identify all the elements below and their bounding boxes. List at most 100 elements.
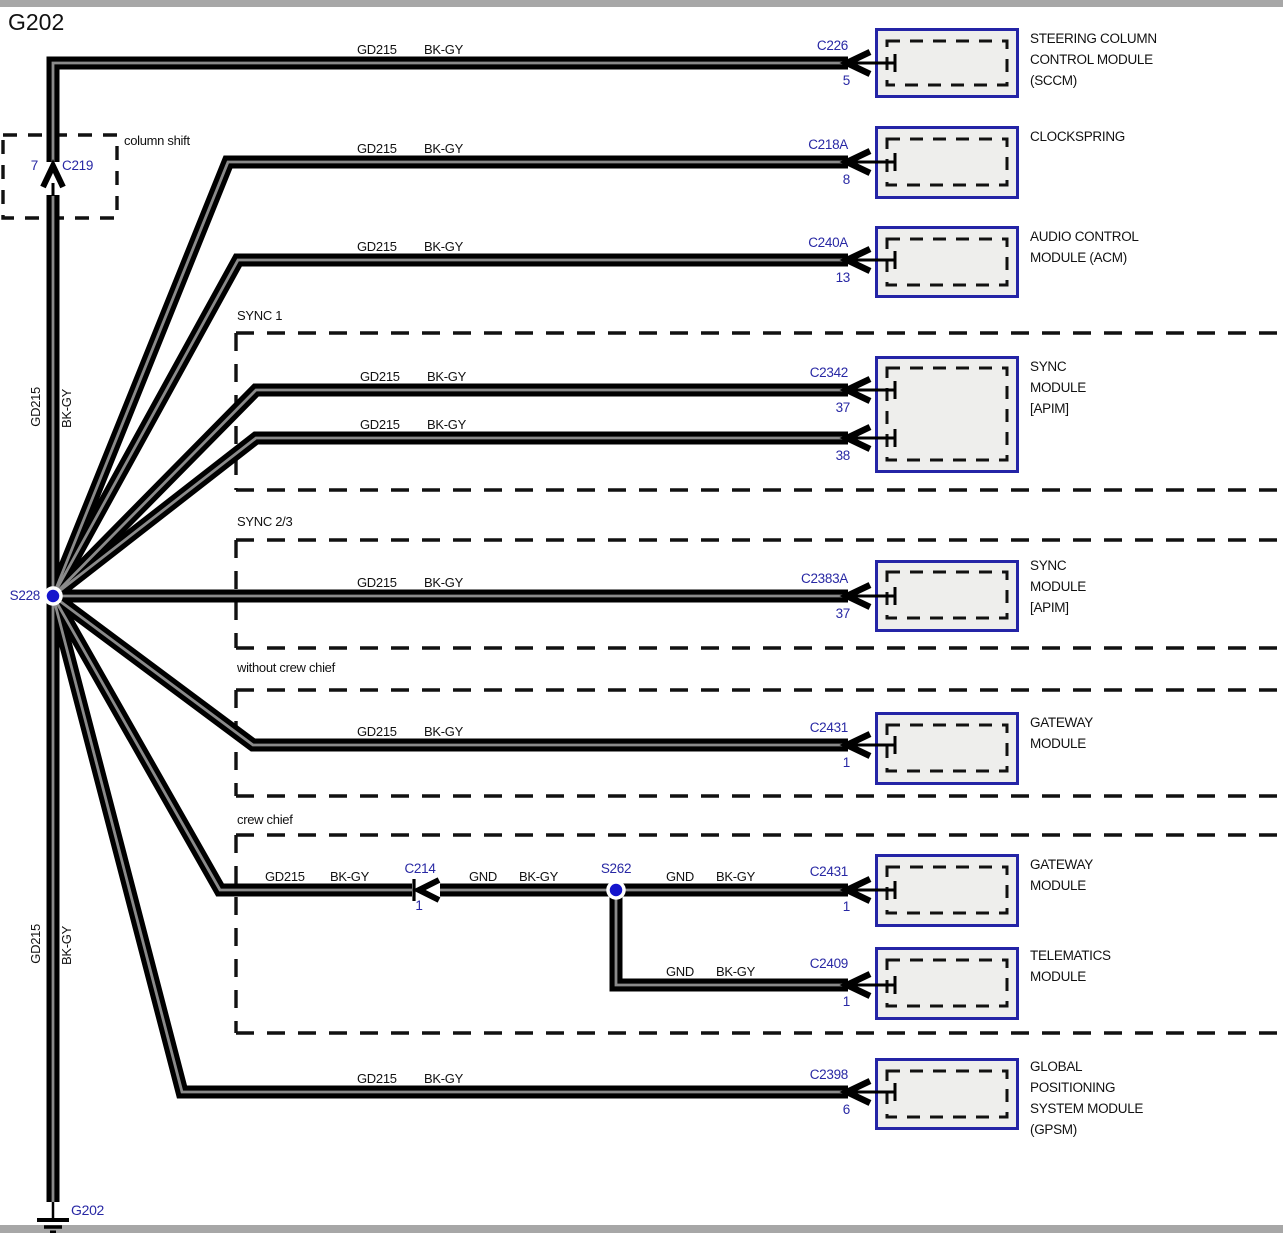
connector-pin-c2342-38: 38	[835, 448, 851, 463]
wire-circuit-crew: GD215	[265, 869, 305, 884]
bottom-gray-bar	[0, 1225, 1283, 1233]
ground-label: G202	[71, 1202, 105, 1218]
module-name-line: CLOCKSPRING	[1030, 129, 1125, 144]
wire-runs	[46, 56, 848, 1202]
connector-pin-c240a: 13	[835, 270, 851, 285]
module-name-gateway-nocrew: GATEWAY MODULE	[1030, 712, 1093, 754]
module-box-sync1-apim	[875, 356, 1019, 473]
module-box-acm	[875, 226, 1019, 298]
wire-gateway-nocrew	[49, 590, 848, 752]
module-name-line: STEERING COLUMN	[1030, 31, 1157, 46]
group-label-column-shift: column shift	[124, 133, 190, 148]
module-name-line: CONTROL MODULE	[1030, 52, 1153, 67]
wire-color-clockspring: BK-GY	[424, 141, 463, 156]
module-name-sync1: SYNC MODULE [APIM]	[1030, 356, 1086, 419]
connector-label-c219: C219	[62, 158, 94, 173]
wire-color-crew-1: BK-GY	[519, 869, 558, 884]
wire-gnd-crew-1: GND	[469, 869, 497, 884]
wire-color-crew: BK-GY	[330, 869, 369, 884]
group-box-nocrew	[234, 688, 1283, 798]
splice-dot-s228	[43, 586, 63, 606]
connector-pin-c226: 5	[842, 73, 851, 88]
wire-circuit-gateway-nocrew: GD215	[357, 724, 397, 739]
module-name-acm: AUDIO CONTROL MODULE (ACM)	[1030, 226, 1139, 268]
module-name-line: (GPSM)	[1030, 1122, 1077, 1137]
module-name-line: MODULE	[1030, 878, 1086, 893]
connector-label-c2342: C2342	[809, 365, 849, 380]
module-name-line: MODULE	[1030, 579, 1086, 594]
module-name-line: (SCCM)	[1030, 73, 1077, 88]
connector-pin-c2409: 1	[842, 994, 851, 1009]
group-label-nocrew: without crew chief	[237, 660, 335, 675]
module-name-line: TELEMATICS	[1030, 948, 1111, 963]
wire-color-sync23: BK-GY	[424, 575, 463, 590]
wire-circuit-sync23: GD215	[357, 575, 397, 590]
module-box-gateway-crew	[875, 854, 1019, 927]
wire-circuit-gpsm: GD215	[357, 1071, 397, 1086]
connector-label-c2431-nocrew: C2431	[809, 720, 849, 735]
module-name-line: GATEWAY	[1030, 857, 1093, 872]
wire-color-telematics: BK-GY	[716, 964, 755, 979]
group-label-sync1: SYNC 1	[237, 308, 283, 323]
module-name-line: SYSTEM MODULE	[1030, 1101, 1144, 1116]
connector-label-c2431-crew: C2431	[809, 864, 849, 879]
connector-label-c218a: C218A	[808, 137, 848, 152]
group-box-sync23	[234, 538, 1283, 650]
module-name-line: GATEWAY	[1030, 715, 1093, 730]
wire-circuit-sccm: GD215	[357, 42, 397, 57]
module-name-line: [APIM]	[1030, 401, 1069, 416]
module-name-line: POSITIONING	[1030, 1080, 1116, 1095]
module-box-sync23-apim	[875, 560, 1019, 632]
arrowheads	[839, 49, 872, 1106]
module-name-line: MODULE	[1030, 380, 1086, 395]
trunk-circuit-label-upper: GD215	[28, 387, 43, 427]
wire-color-acm: BK-GY	[424, 239, 463, 254]
wire-circuit-clockspring: GD215	[357, 141, 397, 156]
module-box-gateway-nocrew	[875, 712, 1019, 785]
wire-color-gateway-nocrew: BK-GY	[424, 724, 463, 739]
connector-pin-c218a: 8	[842, 172, 851, 187]
connector-label-c2383a: C2383A	[801, 571, 848, 586]
wire-color-sync1-37: BK-GY	[427, 369, 466, 384]
trunk-color-label-lower: BK-GY	[59, 926, 74, 965]
connector-label-c226: C226	[816, 38, 848, 53]
group-label-crew: crew chief	[237, 812, 293, 827]
splice-dot-s262	[606, 880, 626, 900]
splice-label-s262: S262	[600, 861, 632, 876]
module-name-sync23: SYNC MODULE [APIM]	[1030, 555, 1086, 618]
splice-label-s228: S228	[9, 588, 41, 603]
connector-label-c214: C214	[404, 861, 436, 876]
inline-connector-c219	[40, 159, 66, 196]
group-box-column-shift	[1, 133, 119, 220]
connector-pin-c2398: 6	[842, 1102, 851, 1117]
wire-sync1-pin38	[49, 431, 848, 602]
module-name-line: GLOBAL	[1030, 1059, 1083, 1074]
module-box-telematics	[875, 947, 1019, 1020]
wire-gnd-telematics: GND	[666, 964, 694, 979]
module-name-clockspring: CLOCKSPRING	[1030, 126, 1125, 147]
wire-gnd-crew-2: GND	[666, 869, 694, 884]
module-name-line: [APIM]	[1030, 600, 1069, 615]
connector-pin-c219: 7	[30, 158, 39, 173]
module-box-gpsm	[875, 1058, 1019, 1130]
connector-label-c2409: C2409	[809, 956, 849, 971]
wire-gpsm	[46, 594, 848, 1099]
wire-crew-left	[47, 592, 412, 897]
connector-label-c240a: C240A	[808, 235, 848, 250]
module-name-line: MODULE (ACM)	[1030, 250, 1127, 265]
module-name-line: SYNC	[1030, 558, 1067, 573]
connector-label-c2398: C2398	[809, 1067, 849, 1082]
wire-circuit-sync1-37: GD215	[360, 369, 400, 384]
module-name-line: AUDIO CONTROL	[1030, 229, 1139, 244]
connector-pin-c2383a: 37	[835, 606, 851, 621]
module-box-sccm	[875, 28, 1019, 98]
module-name-sccm: STEERING COLUMN CONTROL MODULE (SCCM)	[1030, 28, 1157, 91]
module-name-line: SYNC	[1030, 359, 1067, 374]
wire-circuit-sync1-38: GD215	[360, 417, 400, 432]
connector-pin-c2431-nocrew: 1	[842, 755, 851, 770]
wire-color-gpsm: BK-GY	[424, 1071, 463, 1086]
wire-circuit-acm: GD215	[357, 239, 397, 254]
group-box-borders	[1, 133, 1283, 1035]
